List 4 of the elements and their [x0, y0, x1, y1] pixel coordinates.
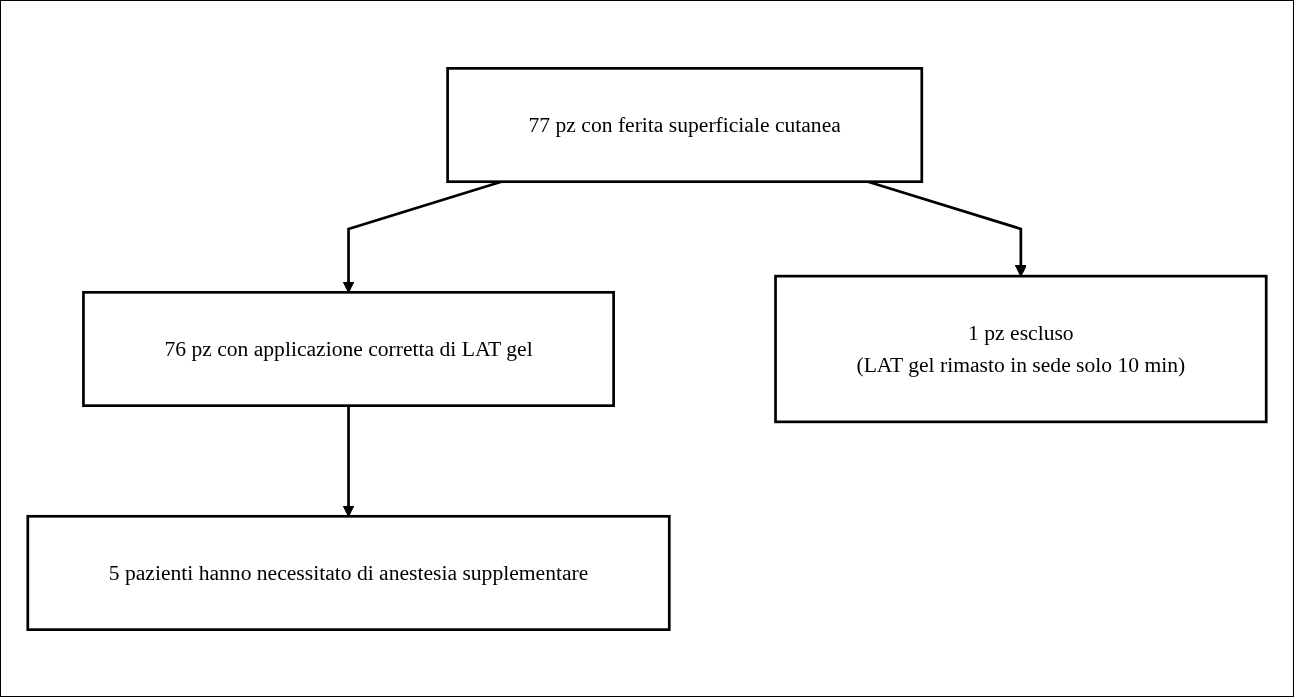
node-box: 76 pz con applicazione corretta di LAT gel [82, 290, 615, 407]
node-box: 1 pz escluso (LAT gel rimasto in sede solo 10 min) [774, 274, 1268, 423]
node-box: 5 pazienti hanno necessitato di anestesia supplementare [26, 514, 671, 631]
node-box: 77 pz con ferita superficiale cutanea [446, 66, 924, 183]
